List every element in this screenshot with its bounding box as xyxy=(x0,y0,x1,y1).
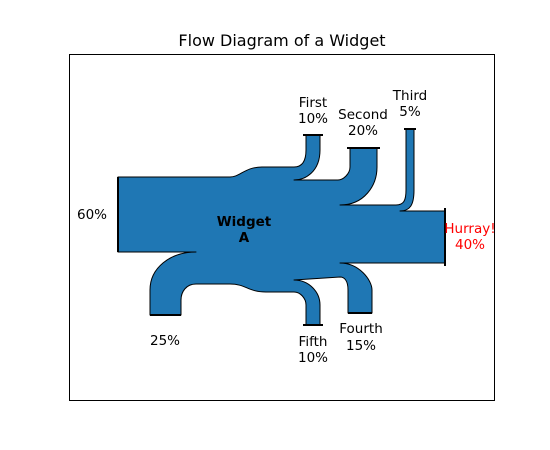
center-label-line2: A xyxy=(239,230,250,246)
plot-frame xyxy=(69,54,495,401)
flow-label-hurray-value: 40% xyxy=(455,237,485,253)
flow-label-first-value: 10% xyxy=(298,111,328,127)
center-label-line1: Widget xyxy=(217,214,272,230)
sankey-body xyxy=(117,128,446,326)
flow-label-fifth-value: 10% xyxy=(298,350,328,366)
flow-label-input-left-value: 60% xyxy=(77,207,107,223)
flow-label-fourth-name: Fourth xyxy=(339,321,383,337)
flow-label-input-bottom-value: 25% xyxy=(150,333,180,349)
flow-label-third-value: 5% xyxy=(399,104,421,120)
chart-title: Flow Diagram of a Widget xyxy=(178,31,385,50)
flow-label-fifth-name: Fifth xyxy=(299,334,328,350)
flow-label-third-name: Third xyxy=(392,88,427,104)
flow-label-hurray-name: Hurray! xyxy=(444,221,495,237)
flow-label-second-name: Second xyxy=(338,107,388,123)
flow-label-fourth-value: 15% xyxy=(346,338,376,354)
flow-label-second-value: 20% xyxy=(348,123,378,139)
flow-label-first-name: First xyxy=(299,95,327,111)
